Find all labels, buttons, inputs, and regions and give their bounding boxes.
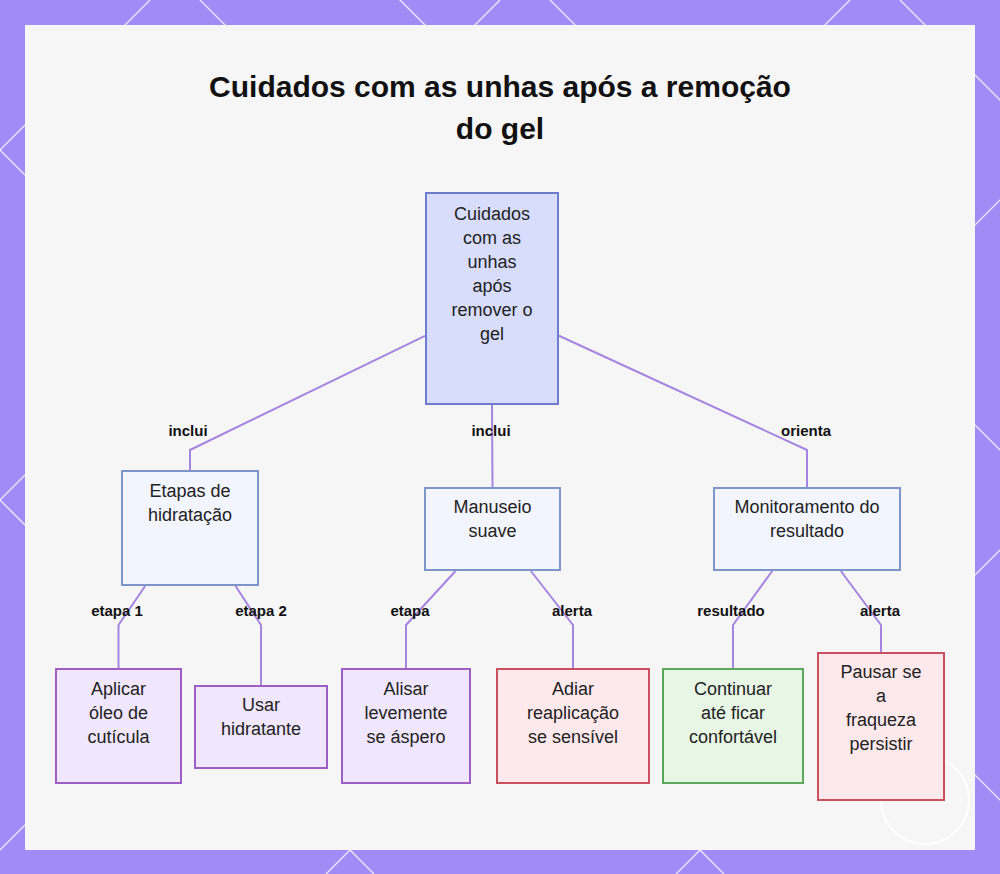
connector-line (119, 586, 146, 668)
edge-label: etapa 1 (91, 602, 143, 619)
connector-line (559, 336, 807, 487)
alert-box: Pausar se a fraqueza persistir (817, 652, 945, 801)
node-text: Monitoramento do resultado (727, 495, 887, 543)
connector-line (406, 571, 456, 668)
node-text: Manuseio suave (438, 495, 547, 543)
node-text: Adiar reaplicação se sensível (518, 677, 628, 749)
step-box: Usar hidratante (194, 685, 328, 769)
result-box: Continuar até ficar confortável (662, 668, 804, 784)
node-text: Cuidados com as unhas após remover o gel (450, 202, 534, 346)
connector-line (531, 571, 573, 668)
edge-label: inclui (168, 422, 207, 439)
content-panel (25, 25, 975, 850)
root-box: Cuidados com as unhas após remover o gel (425, 192, 559, 405)
node-text: Alisar levemente se áspero (361, 677, 451, 749)
category-box: Etapas de hidratação (121, 470, 259, 586)
diagram-title: Cuidados com as unhas após a remoção do … (200, 66, 800, 150)
node-text: Usar hidratante (214, 693, 308, 741)
connector-line (190, 336, 425, 470)
node-text: Pausar se a fraqueza persistir (840, 660, 922, 756)
connector-line (491, 405, 494, 487)
step-box: Aplicar óleo de cutícula (55, 668, 182, 784)
node-text: Etapas de hidratação (135, 479, 245, 527)
connector-line (236, 586, 261, 685)
category-box: Manuseio suave (424, 487, 561, 571)
edge-label: etapa 2 (235, 602, 287, 619)
step-box: Alisar levemente se áspero (341, 668, 471, 784)
edge-label: inclui (471, 422, 510, 439)
edge-label: orienta (781, 422, 831, 439)
alert-box: Adiar reaplicação se sensível (496, 668, 650, 784)
category-box: Monitoramento do resultado (713, 487, 901, 571)
node-text: Aplicar óleo de cutícula (77, 677, 160, 749)
edge-label: alerta (860, 602, 900, 619)
connector-line (733, 571, 772, 668)
edge-label: resultado (697, 602, 765, 619)
edge-label: alerta (552, 602, 592, 619)
edge-label: etapa (390, 602, 429, 619)
node-text: Continuar até ficar confortável (682, 677, 784, 749)
